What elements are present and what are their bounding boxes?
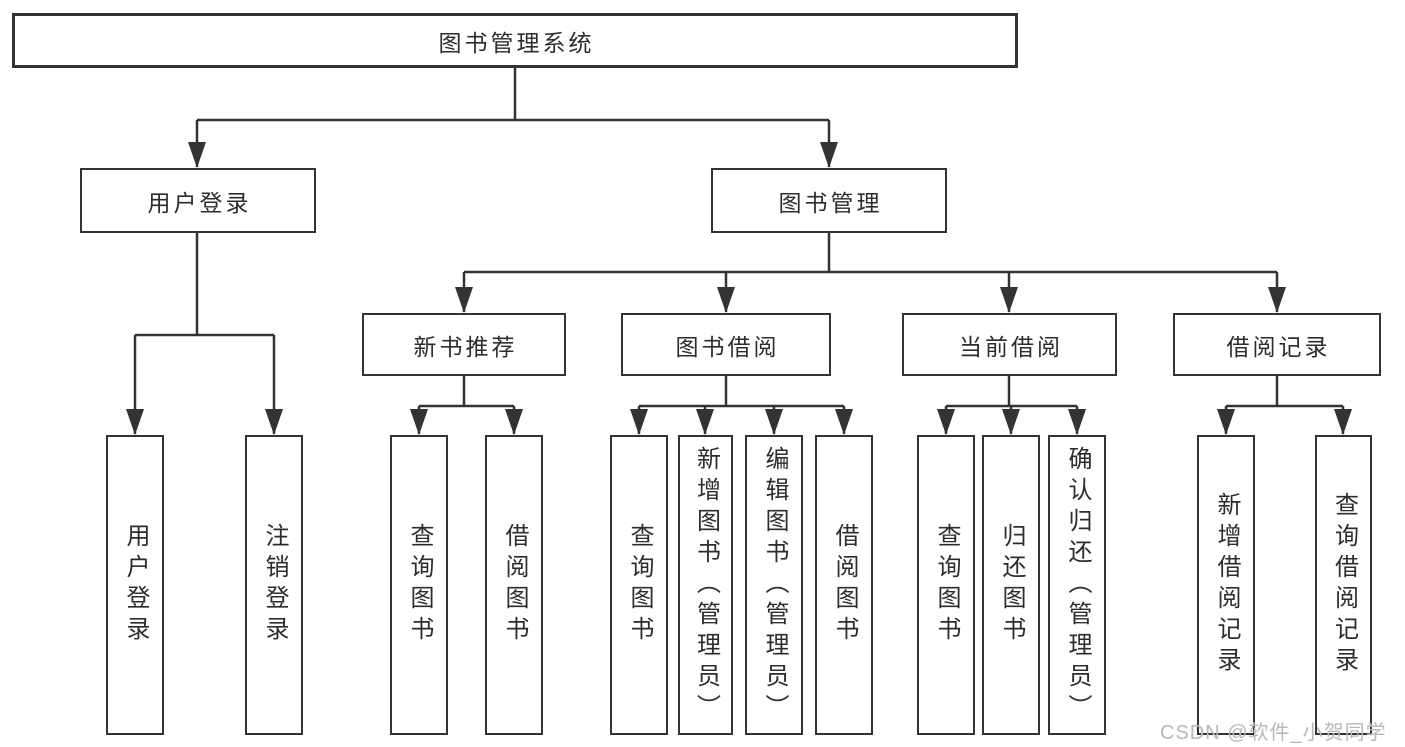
bus-user-login <box>135 233 274 337</box>
node-leaf-recommend-query-books: 查询图书 <box>390 435 448 735</box>
node-leaf-edit-books-admin: 编辑图书（管理员） <box>745 435 803 735</box>
node-user-login: 用户登录 <box>80 168 316 233</box>
csdn-watermark: CSDN @软件_小贺同学 <box>1160 722 1387 744</box>
node-leaf-recommend-borrow-books: 借阅图书 <box>485 435 543 735</box>
node-book-management: 图书管理 <box>711 168 947 233</box>
node-borrow-records: 借阅记录 <box>1173 313 1381 376</box>
node-current-borrow: 当前借阅 <box>902 313 1117 376</box>
arrow-drops <box>126 120 1352 435</box>
bus-book-borrow <box>639 376 844 408</box>
node-leaf-borrow-query-books: 查询图书 <box>610 435 668 735</box>
node-leaf-add-books-admin: 新增图书（管理员） <box>678 435 733 735</box>
node-leaf-user-login: 用户登录 <box>106 435 164 735</box>
node-book-borrow: 图书借阅 <box>621 313 831 376</box>
node-leaf-borrow-books: 借阅图书 <box>815 435 873 735</box>
node-leaf-confirm-return-admin: 确认归还（管理员） <box>1048 435 1106 735</box>
node-root-library-management-system: 图书管理系统 <box>12 13 1018 68</box>
bus-book-mgmt <box>464 233 1277 274</box>
bus-borrow-records <box>1226 376 1343 408</box>
node-leaf-add-borrow-record: 新增借阅记录 <box>1197 435 1255 735</box>
node-leaf-logout: 注销登录 <box>245 435 303 735</box>
bus-root <box>197 68 829 122</box>
node-leaf-return-books: 归还图书 <box>982 435 1040 735</box>
bus-current-borrow <box>946 376 1077 408</box>
node-new-book-recommend: 新书推荐 <box>362 313 566 376</box>
bus-new-book-rec <box>419 376 514 408</box>
node-leaf-current-query-books: 查询图书 <box>917 435 975 735</box>
node-leaf-query-borrow-record: 查询借阅记录 <box>1315 435 1372 735</box>
